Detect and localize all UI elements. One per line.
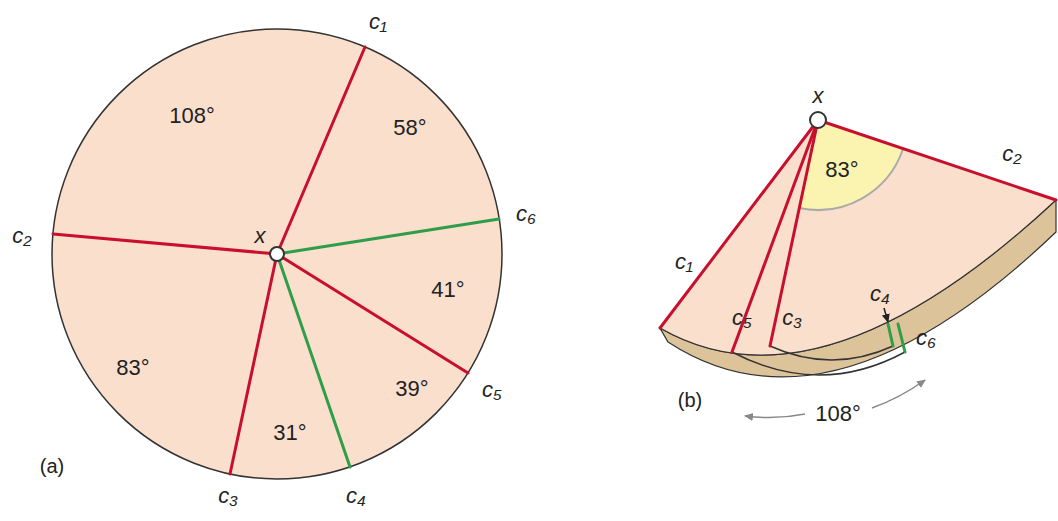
direction-arrow (745, 414, 805, 418)
leader-arrow (884, 308, 888, 322)
cut-line (818, 120, 1056, 200)
cut-label: c₆ (516, 203, 536, 225)
cone-surface (660, 120, 1056, 355)
cut-line (732, 120, 818, 352)
cut-line (770, 120, 818, 346)
cut-label: c₅ (732, 307, 752, 329)
cut-line (660, 120, 818, 328)
cut-line (230, 254, 277, 474)
angle-arc (799, 149, 903, 210)
fold-edge (770, 346, 893, 360)
cut-line (277, 47, 365, 254)
angle-label: 108° (169, 105, 215, 127)
angle-label: 83° (116, 357, 149, 379)
cut-label: c₁ (369, 11, 387, 33)
vertex-label: x (813, 85, 824, 107)
cut-line (888, 324, 893, 346)
vertex-point (270, 247, 284, 261)
cut-label: c₃ (218, 485, 238, 507)
cut-label: c₂ (12, 225, 31, 247)
cut-line (53, 234, 277, 254)
angle-label: 58° (393, 117, 426, 139)
vertex-label: x (255, 225, 266, 247)
panel-label: (b) (678, 390, 702, 410)
cut-label: c₅ (482, 379, 502, 401)
angle-label: 31° (273, 422, 306, 444)
vertex-point (810, 112, 826, 128)
fold-edge (732, 352, 905, 375)
cut-label: c₁ (675, 251, 693, 273)
angle-label: 39° (395, 378, 428, 400)
cut-label: c₄ (870, 283, 890, 305)
cut-line (277, 219, 499, 254)
cut-line (898, 324, 905, 352)
angle-label: 83° (825, 159, 858, 181)
cut-line (277, 254, 468, 373)
paper-disc (52, 29, 502, 479)
cut-label: c₆ (916, 327, 936, 349)
angle-label: 41° (431, 279, 464, 301)
panel-label: (a) (40, 456, 64, 476)
cut-label: c₄ (346, 485, 366, 507)
cut-label: c₃ (782, 307, 802, 329)
cut-label: c₂ (1002, 143, 1021, 165)
direction-arrow (872, 380, 925, 408)
angle-label: 108° (815, 403, 861, 425)
